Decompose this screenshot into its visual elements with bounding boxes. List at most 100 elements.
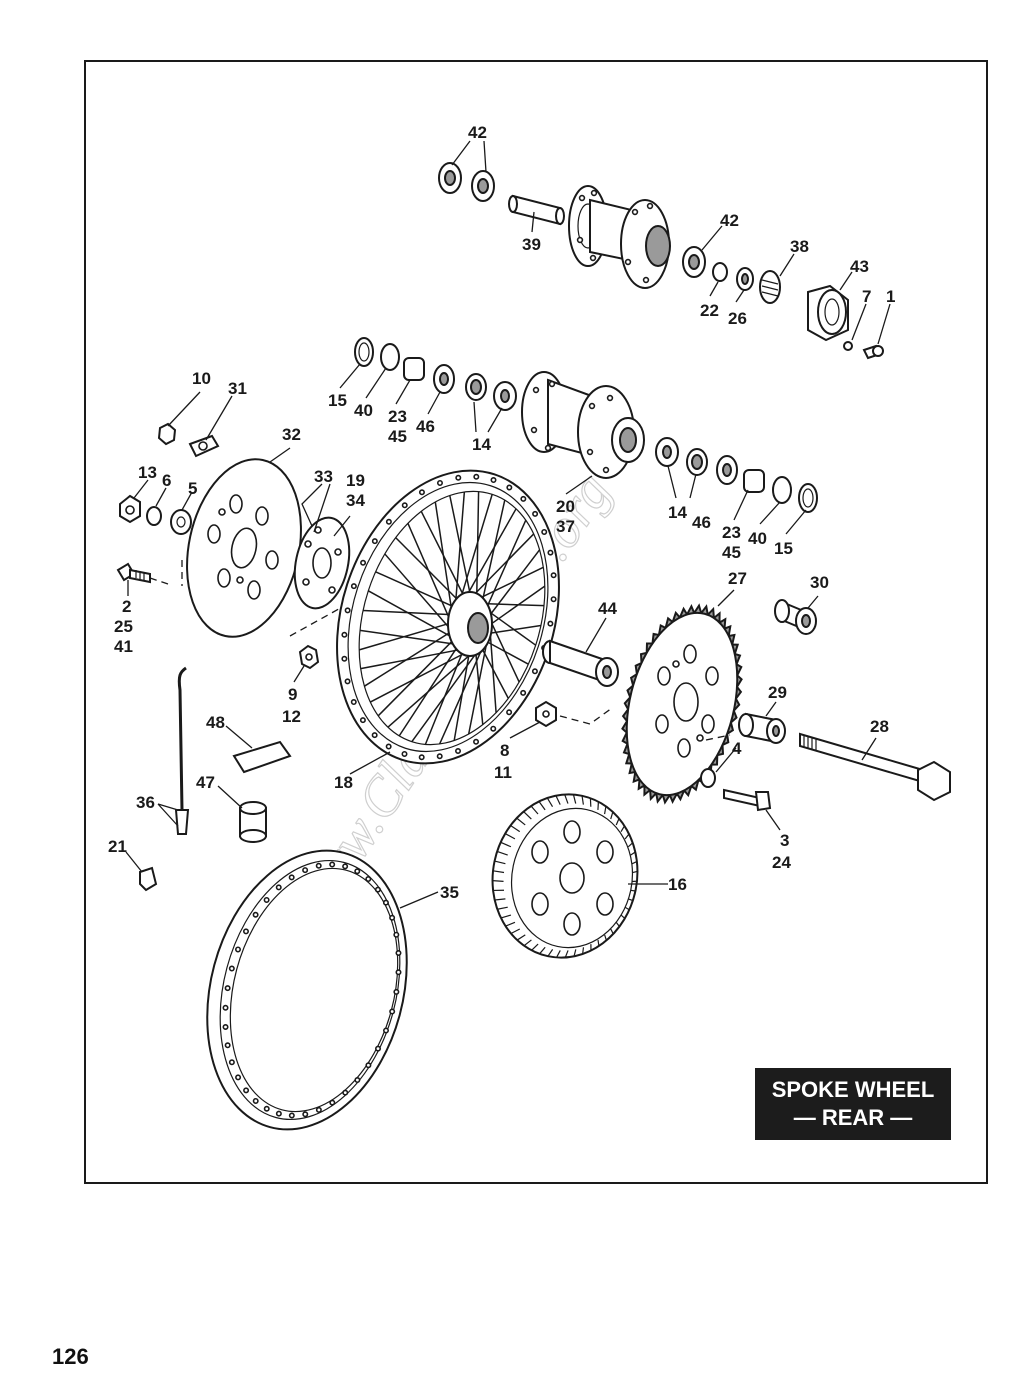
spoke <box>487 609 537 646</box>
rim-hole <box>252 1097 259 1104</box>
rim-hole <box>389 914 396 921</box>
pulley-tooth <box>572 794 577 804</box>
callout-44: 44 <box>598 599 617 618</box>
callout-36: 36 <box>136 793 155 812</box>
callout-4: 4 <box>732 739 742 758</box>
rim-hole <box>222 1023 229 1030</box>
callout-5: 5 <box>188 479 197 498</box>
rim-hole <box>473 473 480 480</box>
spoke <box>454 491 466 605</box>
spoke <box>438 642 486 745</box>
wheel-spokes <box>358 491 546 745</box>
sprocket <box>621 603 743 805</box>
callout-labels: 42 39 42 38 43 7 1 22 26 15 40 23 45 46 … <box>108 123 895 902</box>
rim-hole <box>520 689 527 696</box>
callout-12: 12 <box>282 707 301 726</box>
pulley <box>491 793 639 959</box>
pulley-tooth <box>538 801 546 811</box>
spoke <box>483 602 545 607</box>
callout-10: 10 <box>192 369 211 388</box>
spoke <box>467 635 489 735</box>
rim-hole <box>393 988 400 995</box>
spoke <box>367 590 453 639</box>
diagram-frame <box>84 60 988 1184</box>
rim-hole <box>275 1110 282 1117</box>
middle-hub-assembly <box>354 337 818 513</box>
pulley-tooth <box>494 860 506 865</box>
rim-hole <box>350 699 357 706</box>
rim-hole <box>418 754 425 761</box>
rim-hole <box>547 549 554 556</box>
pulley-tooth <box>610 928 614 935</box>
rim-hole <box>224 985 231 992</box>
rim-hole <box>344 607 351 614</box>
cap-nut <box>139 866 158 892</box>
spoke <box>472 533 535 597</box>
spoke <box>474 650 484 725</box>
pulley-tooth <box>504 833 516 840</box>
pulley-tooth <box>492 870 505 874</box>
rim-hole <box>263 1105 270 1112</box>
rim-hole <box>490 477 497 484</box>
callout-35: 35 <box>440 883 459 902</box>
spoke <box>360 648 462 670</box>
pulley-tooth <box>604 934 607 941</box>
callout-42-top: 42 <box>468 123 487 142</box>
pulley-tooth <box>624 906 630 911</box>
rim-hole <box>342 863 349 870</box>
spoke-wheel <box>336 469 560 765</box>
pulley-tooth <box>496 850 508 856</box>
rim-hole <box>315 862 322 869</box>
callout-23-right: 23 <box>722 523 741 542</box>
rim-hole <box>329 1099 336 1106</box>
callout-7: 7 <box>862 287 871 306</box>
rim-hole <box>374 886 381 893</box>
pulley-tooth <box>615 818 620 826</box>
pulley-tooth <box>630 851 636 856</box>
callout-1: 1 <box>886 287 895 306</box>
pulley-tooth <box>510 824 521 833</box>
spoke <box>387 650 475 728</box>
spacer-30 <box>774 599 817 635</box>
callout-19: 19 <box>346 471 365 490</box>
callout-3: 3 <box>780 831 789 850</box>
rim-hole <box>224 1042 231 1049</box>
rim-hole <box>520 495 527 502</box>
pulley-tooth <box>564 950 569 958</box>
pulley-tooth <box>516 934 526 941</box>
callout-20: 20 <box>556 497 575 516</box>
callout-34: 34 <box>346 491 365 510</box>
rim-hole <box>302 1111 309 1118</box>
rim-hole <box>341 655 348 662</box>
callout-46-left: 46 <box>416 417 435 436</box>
rim-hole <box>550 572 557 579</box>
pulley-tooth <box>620 914 626 919</box>
rim-hole <box>228 1059 235 1066</box>
callout-9: 9 <box>288 685 297 704</box>
callout-45-right: 45 <box>722 543 741 562</box>
rim-hole <box>359 717 366 724</box>
rim-hole <box>436 753 443 760</box>
callout-37: 37 <box>556 517 575 536</box>
rim-hole <box>344 678 351 685</box>
callout-8: 8 <box>500 741 509 760</box>
pulley-tooth <box>510 928 521 935</box>
pulley-tooth <box>603 806 607 815</box>
callout-11: 11 <box>494 763 512 782</box>
callout-30: 30 <box>810 573 829 592</box>
pulley-tooth <box>581 795 584 805</box>
rim-hole <box>395 969 402 976</box>
rim-hole <box>541 528 548 535</box>
pulley-tooth <box>497 906 508 910</box>
diagram-title-line1: SPOKE WHEEL <box>771 1077 935 1102</box>
pulley-tooth <box>500 914 512 919</box>
diagram-title-box: SPOKE WHEEL — REAR — <box>755 1068 951 1140</box>
callout-22: 22 <box>700 301 719 320</box>
bolt-and-washer <box>700 768 772 812</box>
spoke <box>489 627 497 713</box>
spoke-and-nipple <box>174 666 190 835</box>
spoke <box>481 499 506 602</box>
rim-hole <box>490 725 497 732</box>
spoke <box>434 501 453 613</box>
pulley-tooth <box>630 889 636 892</box>
